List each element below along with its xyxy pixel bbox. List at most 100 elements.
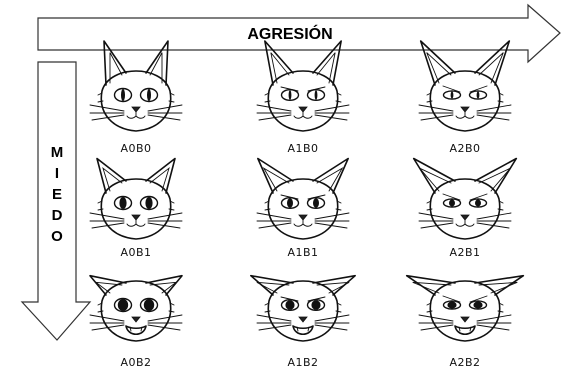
- cat-face-a0b1: [90, 159, 182, 240]
- cat-whisker: [92, 223, 124, 228]
- cat-head-outline: [430, 71, 499, 131]
- cat-faces-grid: A0B0A1B0A2B0A0B1A1B1A2B1A0B2A1B2A2B2: [90, 41, 523, 369]
- cat-pupil: [315, 90, 318, 100]
- cat-whisker: [148, 213, 182, 219]
- cat-whisker: [148, 115, 180, 120]
- cat-pupil: [144, 299, 154, 311]
- cat-ear-right: [146, 159, 175, 194]
- cat-whisker: [148, 223, 180, 228]
- cat-whisker: [315, 223, 347, 228]
- cat-mouth: [127, 112, 145, 118]
- cat-face-a0b2: [90, 276, 182, 341]
- cat-whisker: [419, 105, 453, 111]
- cat-whisker: [90, 315, 124, 321]
- cat-face-label: A2B1: [449, 246, 480, 259]
- cat-nose: [132, 317, 140, 322]
- cat-ear-right-inner: [479, 168, 510, 191]
- cat-mouth: [127, 220, 145, 226]
- cat-nose: [461, 107, 469, 112]
- fear-letter: D: [52, 207, 63, 224]
- cat-whisker: [257, 315, 291, 321]
- fear-letter: M: [51, 144, 64, 161]
- cat-pupil: [118, 299, 128, 311]
- cat-mouth: [294, 112, 312, 118]
- cat-whisker: [421, 325, 453, 330]
- cat-pupil: [449, 199, 455, 206]
- cat-nose: [132, 107, 140, 112]
- cat-whisker: [257, 213, 291, 219]
- cat-fur: [265, 93, 341, 102]
- cat-face-label: A2B2: [449, 356, 480, 369]
- cat-whisker: [477, 213, 511, 219]
- cat-fur: [98, 303, 174, 312]
- cat-head-outline: [268, 71, 337, 131]
- cat-whisker: [92, 115, 124, 120]
- cat-nose: [461, 215, 469, 220]
- cat-ear-right-inner: [150, 168, 169, 191]
- cat-face-label: A0B0: [120, 142, 151, 155]
- cat-whisker: [477, 315, 511, 321]
- cat-head-outline: [430, 281, 499, 341]
- fear-letter: O: [51, 228, 63, 245]
- cat-whisker: [148, 325, 180, 330]
- cat-pupil: [119, 197, 126, 209]
- cat-fur: [265, 303, 341, 312]
- cat-pupil: [475, 199, 481, 206]
- cat-whisker: [148, 105, 182, 111]
- cat-nose: [461, 317, 469, 322]
- cat-mouth: [456, 112, 474, 118]
- cat-pupil: [121, 89, 125, 101]
- aggression-label: AGRESIÓN: [247, 24, 332, 43]
- cat-whisker: [315, 115, 347, 120]
- cat-pupil: [313, 198, 319, 208]
- cat-face-a1b0: [257, 41, 349, 131]
- cat-whisker: [90, 213, 124, 219]
- cat-face-label: A1B1: [287, 246, 318, 259]
- cat-whisker: [259, 223, 291, 228]
- cat-face-label: A0B1: [120, 246, 151, 259]
- cat-pupil: [289, 90, 292, 100]
- cat-pupil: [473, 301, 482, 308]
- cat-head-outline: [430, 179, 499, 239]
- cat-whisker: [259, 115, 291, 120]
- cat-ear-left-inner: [103, 168, 122, 191]
- cat-nose: [132, 215, 140, 220]
- cat-ear-right: [313, 276, 355, 295]
- cat-ear-left: [407, 276, 455, 295]
- cat-ear-left: [97, 159, 126, 194]
- cat-fur: [427, 201, 503, 210]
- cat-pupil: [285, 300, 294, 310]
- fear-label: MIEDO: [51, 144, 64, 245]
- cat-ear-right: [146, 276, 182, 295]
- cat-whisker: [259, 325, 291, 330]
- cat-whisker: [477, 115, 509, 120]
- cat-face-a2b2: [407, 276, 524, 341]
- cat-pupil: [447, 301, 456, 308]
- cat-whisker: [148, 315, 182, 321]
- cat-pupil: [145, 197, 152, 209]
- cat-mouth-open: [455, 326, 475, 334]
- cat-ear-left-inner: [420, 168, 451, 191]
- cat-head-outline: [268, 179, 337, 239]
- cat-pupil: [477, 91, 480, 98]
- cat-head-outline: [101, 281, 170, 341]
- cat-mouth-open: [293, 326, 313, 334]
- cat-pupil: [451, 91, 454, 98]
- cat-face-label: A1B0: [287, 142, 318, 155]
- cat-whisker: [477, 223, 509, 228]
- cat-face-a2b0: [419, 41, 511, 131]
- cat-ear-left: [414, 159, 455, 194]
- cat-head-outline: [101, 71, 170, 131]
- cat-head-outline: [268, 281, 337, 341]
- cat-ear-right: [475, 276, 523, 295]
- cat-face-label: A1B2: [287, 356, 318, 369]
- cat-mouth: [294, 220, 312, 226]
- cat-whisker: [477, 325, 509, 330]
- cat-fur: [427, 93, 503, 102]
- cat-whisker: [419, 315, 453, 321]
- cat-face-label: A0B2: [120, 356, 151, 369]
- cat-whisker: [421, 115, 453, 120]
- cat-ear-left: [90, 276, 126, 295]
- cat-mouth: [456, 220, 474, 226]
